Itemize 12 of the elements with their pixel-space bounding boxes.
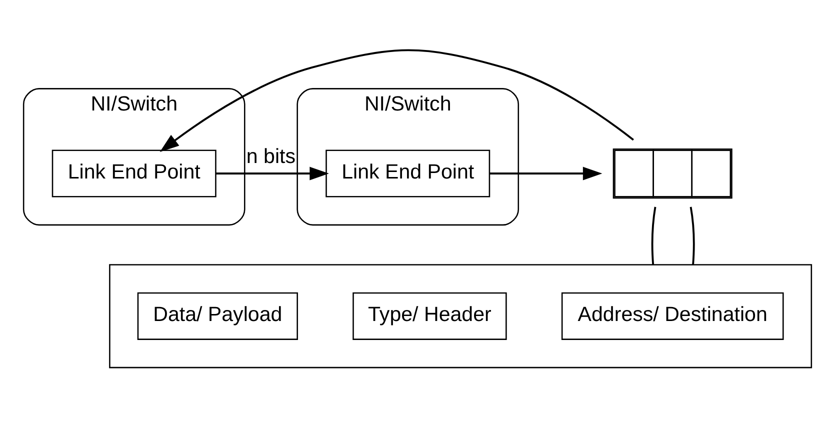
arrow xyxy=(216,166,329,180)
node-box: Link End Point xyxy=(52,149,216,197)
arrow xyxy=(490,166,602,180)
node-box: Data/ Payload xyxy=(137,292,298,340)
cluster xyxy=(109,264,812,368)
arrow xyxy=(160,48,634,152)
node-box: Address/ Destination xyxy=(561,292,784,340)
connector xyxy=(690,206,695,264)
node-box: Link End Point xyxy=(326,149,490,197)
node-box: Type/ Header xyxy=(352,292,507,340)
connector xyxy=(651,206,656,264)
edge-label: n bits xyxy=(246,144,296,168)
